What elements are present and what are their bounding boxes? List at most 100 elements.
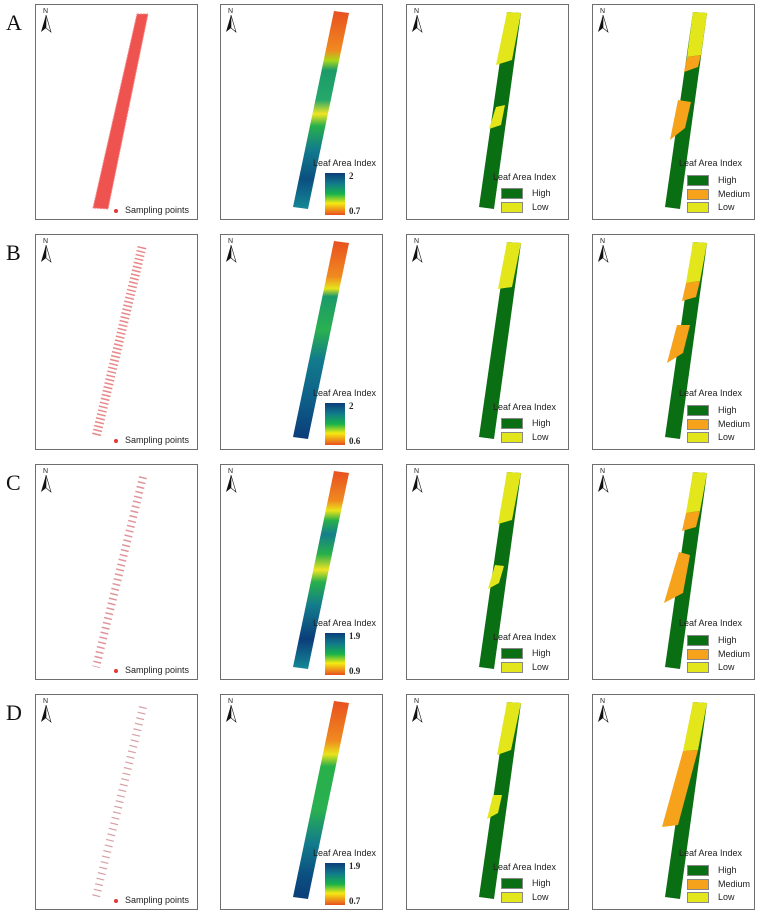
lai-legend-title: Leaf Area Index [493,172,557,182]
north-arrow-icon: N [411,238,425,266]
lai-class-strip [665,12,707,209]
lai-color-ramp [325,403,345,445]
north-arrow-icon: N [40,8,54,36]
lai-legend-title: Leaf Area Index [313,388,377,398]
lai-color-ramp [325,173,345,215]
north-arrow-icon: N [411,698,425,726]
north-arrow-icon: N [597,468,611,496]
row-label-a: A [6,10,22,35]
north-arrow-icon: N [225,238,239,266]
lai-class-strip [664,472,707,669]
legend-item-medium: Medium [687,649,750,661]
legend-item-high: High [687,175,737,187]
north-arrow-icon: N [597,8,611,36]
legend-item-low: Low [687,202,735,214]
ramp-max-value: 1.9 [349,861,361,871]
lai-class-strip [479,702,521,899]
low-swatch [687,202,709,214]
lai-class-strip [479,242,521,439]
ramp-min-value: 0.9 [349,666,361,676]
row-label-d: D [6,700,22,725]
sampling-points-strip [92,476,147,668]
medium-swatch [687,189,709,201]
legend-item-high: High [501,878,551,890]
high-swatch [687,635,709,647]
lai-legend-title: Leaf Area Index [493,632,557,642]
lai-class-strip [662,702,707,899]
legend-item-medium: Medium [687,879,750,891]
lai-legend-title: Leaf Area Index [313,848,377,858]
sampling-points-legend: Sampling points [113,205,189,215]
low-swatch [501,662,523,674]
lai-legend-title: Leaf Area Index [493,862,557,872]
legend-item-high: High [501,188,551,200]
lai-legend-title: Leaf Area Index [679,618,743,628]
lai-legend-title: Leaf Area Index [313,618,377,628]
high-swatch [501,878,523,890]
sampling-points-strip [92,13,149,210]
panel-c-lai-three-class: N Leaf Area Index High Medium Low [592,464,755,680]
legend-item-high: High [687,635,737,647]
north-arrow-icon: N [225,8,239,36]
low-swatch [501,202,523,214]
high-swatch [687,865,709,877]
panel-c-sampling-points: N Sampling points [35,464,198,680]
panel-b-sampling-points: N Sampling points [35,234,198,450]
panel-c-lai-two-class: N Leaf Area Index High Low [406,464,569,680]
panel-b-lai-three-class: N Leaf Area Index High Medium Low [592,234,755,450]
panel-a-sampling-points: N Sampling points [35,4,198,220]
lai-class-strip [665,242,707,439]
panel-a-lai-continuous: N Leaf Area Index 2 0.7 [220,4,383,220]
sampling-points-legend: Sampling points [113,665,189,675]
panel-a-lai-two-class: N Leaf Area Index High Low [406,4,569,220]
high-swatch [501,188,523,200]
legend-item-low: Low [687,892,735,904]
ramp-max-value: 2 [349,171,354,181]
panel-c-lai-continuous: N Leaf Area Index 1.9 0.9 [220,464,383,680]
lai-raster-strip [293,701,349,899]
lai-legend-title: Leaf Area Index [679,848,743,858]
north-arrow-icon: N [597,238,611,266]
legend-item-high: High [687,405,737,417]
sampling-point-icon [113,668,118,673]
panel-b-lai-continuous: N Leaf Area Index 2 0.6 [220,234,383,450]
sampling-points-legend: Sampling points [113,895,189,905]
ramp-min-value: 0.7 [349,896,361,906]
panel-d-lai-two-class: N Leaf Area Index High Low [406,694,569,910]
legend-item-low: Low [501,662,549,674]
panel-d-lai-continuous: N Leaf Area Index 1.9 0.7 [220,694,383,910]
low-swatch [687,432,709,444]
legend-item-low: Low [501,892,549,904]
north-arrow-icon: N [597,698,611,726]
sampling-points-strip [91,245,147,439]
lai-raster-strip [293,471,349,669]
lai-class-strip [479,472,521,669]
ramp-min-value: 0.7 [349,206,361,216]
lai-legend-title: Leaf Area Index [493,402,557,412]
low-swatch [501,892,523,904]
lai-color-ramp [325,633,345,675]
high-swatch [687,405,709,417]
ramp-max-value: 2 [349,401,354,411]
north-arrow-icon: N [411,468,425,496]
north-arrow-icon: N [411,8,425,36]
legend-item-medium: Medium [687,189,750,201]
lai-legend-title: Leaf Area Index [679,158,743,168]
lai-color-ramp [325,863,345,905]
sampling-point-icon [113,208,118,213]
legend-item-low: Low [687,432,735,444]
panel-b-lai-two-class: N Leaf Area Index High Low [406,234,569,450]
ramp-max-value: 1.9 [349,631,361,641]
lai-class-strip [479,12,521,209]
panel-a-lai-three-class: N Leaf Area Index High Medium Low [592,4,755,220]
lai-legend-title: Leaf Area Index [313,158,377,168]
medium-swatch [687,419,709,431]
legend-item-high: High [501,418,551,430]
legend-item-high: High [501,648,551,660]
legend-item-medium: Medium [687,419,750,431]
high-swatch [501,648,523,660]
panel-d-lai-three-class: N Leaf Area Index High Medium Low [592,694,755,910]
north-arrow-icon: N [225,468,239,496]
low-swatch [501,432,523,444]
legend-item-high: High [687,865,737,877]
